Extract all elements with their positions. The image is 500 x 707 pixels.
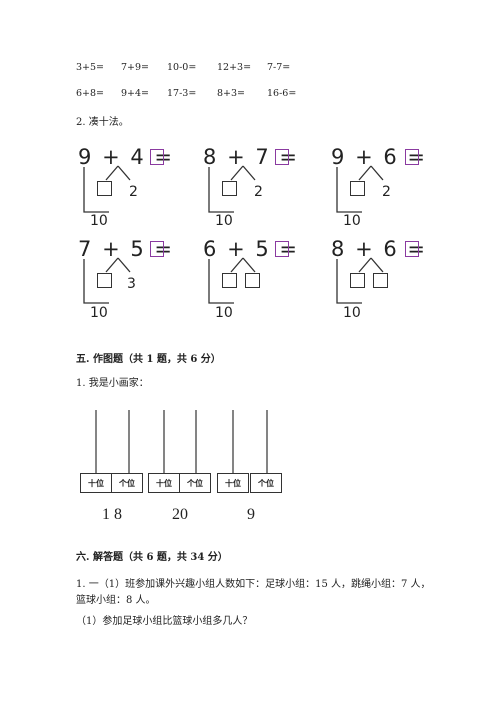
abacus-number: 20 bbox=[172, 506, 188, 523]
plus-sign: + bbox=[102, 145, 122, 169]
addend-b: 6 bbox=[383, 237, 399, 261]
plus-sign: + bbox=[227, 237, 247, 261]
equals-sign: = bbox=[407, 145, 428, 169]
ten-label: 10 bbox=[343, 213, 361, 229]
answer-box[interactable] bbox=[275, 149, 289, 165]
ones-cell: 个位 bbox=[250, 473, 282, 493]
ten-label: 10 bbox=[215, 305, 233, 321]
tens-cell: 十位 bbox=[217, 473, 249, 493]
section-6-title: 六. 解答题（共 6 题，共 34 分） bbox=[76, 552, 228, 563]
question-5-1: 1. 我是小画家： bbox=[76, 378, 149, 389]
addend-b: 5 bbox=[255, 237, 271, 261]
question-6-1-line-2: 篮球小组：8 人。 bbox=[76, 595, 156, 606]
arith-item: 7+9= bbox=[121, 62, 150, 73]
ten-label: 10 bbox=[90, 213, 108, 229]
addend-a: 7 bbox=[78, 237, 94, 261]
answer-box[interactable] bbox=[275, 241, 289, 257]
section-2-title: 2. 凑十法。 bbox=[76, 117, 129, 128]
arith-item: 3+5= bbox=[76, 62, 105, 73]
split-box[interactable] bbox=[97, 273, 112, 288]
ten-label: 10 bbox=[215, 213, 233, 229]
addend-b: 6 bbox=[383, 145, 399, 169]
ones-cell: 个位 bbox=[111, 473, 143, 493]
answer-box[interactable] bbox=[405, 149, 419, 165]
split-box[interactable] bbox=[97, 181, 112, 196]
addend-b: 5 bbox=[130, 237, 146, 261]
split-box[interactable] bbox=[245, 273, 260, 288]
split-box[interactable] bbox=[350, 273, 365, 288]
split-box[interactable] bbox=[222, 273, 237, 288]
arith-item: 10-0= bbox=[167, 62, 197, 73]
arith-item: 7-7= bbox=[267, 62, 291, 73]
answer-box[interactable] bbox=[150, 149, 164, 165]
arith-item: 17-3= bbox=[167, 88, 197, 99]
split-number: 3 bbox=[127, 276, 136, 292]
abacus-number: 1 8 bbox=[102, 506, 122, 523]
split-box[interactable] bbox=[373, 273, 388, 288]
section-5-title: 五. 作图题（共 1 题，共 6 分） bbox=[76, 354, 221, 365]
split-box[interactable] bbox=[350, 181, 365, 196]
addend-a: 9 bbox=[78, 145, 94, 169]
ten-label: 10 bbox=[343, 305, 361, 321]
tens-cell: 十位 bbox=[148, 473, 180, 493]
addend-a: 6 bbox=[203, 237, 219, 261]
tens-cell: 十位 bbox=[80, 473, 112, 493]
arith-item: 16-6= bbox=[267, 88, 297, 99]
split-number: 2 bbox=[129, 184, 138, 200]
addend-b: 4 bbox=[130, 145, 146, 169]
addend-a: 8 bbox=[331, 237, 347, 261]
arith-item: 9+4= bbox=[121, 88, 150, 99]
plus-sign: + bbox=[355, 145, 375, 169]
question-6-1-line-1: 1. 一（1）班参加课外兴趣小组人数如下：足球小组：15 人，跳绳小组：7 人， bbox=[76, 579, 431, 590]
plus-sign: + bbox=[227, 145, 247, 169]
ten-label: 10 bbox=[90, 305, 108, 321]
plus-sign: + bbox=[355, 237, 375, 261]
addend-a: 8 bbox=[203, 145, 219, 169]
abacus-number: 9 bbox=[247, 506, 255, 523]
split-number: 2 bbox=[382, 184, 391, 200]
answer-box[interactable] bbox=[150, 241, 164, 257]
answer-box[interactable] bbox=[405, 241, 419, 257]
question-6-1-sub-1: （1）参加足球小组比篮球小组多几人？ bbox=[76, 616, 253, 627]
split-number: 2 bbox=[254, 184, 263, 200]
split-box[interactable] bbox=[222, 181, 237, 196]
plus-sign: + bbox=[102, 237, 122, 261]
arith-item: 12+3= bbox=[217, 62, 252, 73]
addend-a: 9 bbox=[331, 145, 347, 169]
addend-b: 7 bbox=[255, 145, 271, 169]
ones-cell: 个位 bbox=[179, 473, 211, 493]
equals-sign: = bbox=[407, 237, 428, 261]
arith-item: 6+8= bbox=[76, 88, 105, 99]
arith-item: 8+3= bbox=[217, 88, 246, 99]
